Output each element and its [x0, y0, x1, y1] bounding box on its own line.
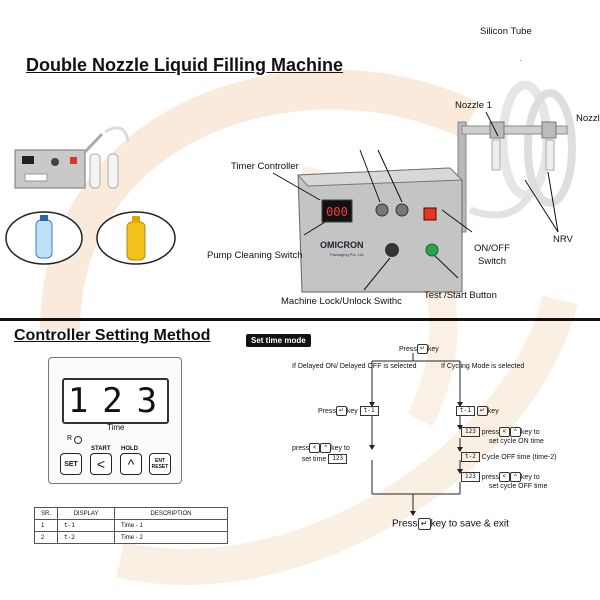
flow-text: key to — [520, 428, 540, 436]
flow-press-right: t-1 ↵key — [456, 406, 499, 416]
start-label: START — [91, 446, 111, 452]
table-header-row: SR. DISPLAY DESCRIPTION — [33, 507, 229, 520]
table-cell: 2 — [33, 531, 59, 544]
r-label: R — [67, 435, 73, 442]
flow-text: press — [481, 428, 499, 436]
flow-right-step-2: t-2 Cycle OFF time (time-2) — [461, 452, 556, 462]
enter-key-icon: ↵ — [476, 406, 488, 416]
label-nozzle-2: Nozzle — [576, 113, 600, 124]
table-cell: 1 — [33, 519, 59, 532]
flow-text: Cycle OFF time (time-2) — [481, 453, 557, 461]
label-machine-lock: Machine Lock/Unlock Swithc — [281, 296, 402, 307]
enter-key-icon: ↵ — [416, 344, 428, 354]
hold-up-button[interactable]: ^ — [120, 453, 142, 475]
table-header: DESCRIPTION — [114, 507, 229, 520]
set-button[interactable]: SET — [60, 453, 82, 475]
display-description-table: SR. DISPLAY DESCRIPTION 1 t-1 Time - 1 2… — [33, 507, 229, 544]
flow-text: press — [481, 473, 499, 481]
time-label: Time — [107, 423, 125, 432]
display-digit-1: 1 — [67, 381, 95, 421]
reset-label: RESET — [151, 464, 169, 470]
flow-right-step-3: 123 press<^key to set cycle OFF time — [461, 472, 547, 491]
table-row: 1 t-1 Time - 1 — [33, 519, 229, 532]
enter-key-icon: ↵ — [417, 518, 431, 530]
flow-text: key — [427, 345, 439, 353]
flow-right-step-1: 123 press<^key to set cycle ON time — [461, 427, 544, 446]
label-on-off-1: ON/OFF — [474, 243, 510, 254]
label-timer-controller: Timer Controller — [231, 161, 299, 172]
controller-title: Controller Setting Method — [14, 327, 211, 344]
table-header: DISPLAY — [57, 507, 116, 520]
water-bottle-image — [5, 211, 83, 265]
flow-left-branch: If Delayed ON/ Delayed OFF is selected — [292, 363, 417, 370]
flow-press-left: Press↵key t-1 — [318, 406, 379, 416]
flow-right-branch: If Cycling Mode is selected — [441, 363, 525, 370]
flow-text: key — [346, 407, 358, 415]
label-nrv: NRV — [553, 234, 573, 245]
flow-text: key — [487, 407, 499, 415]
small-machine-image — [14, 126, 130, 189]
machine-brand-sub: Packaging Pvt. Ltd. — [330, 252, 364, 257]
ent-reset-button[interactable]: ENT RESET — [149, 453, 171, 475]
flow-text: Press — [399, 345, 417, 353]
up-key-icon: ^ — [509, 472, 521, 482]
up-key-icon: ^ — [320, 443, 332, 453]
label-silicon-tube: Silicon Tube — [480, 26, 532, 37]
display-digit-2: 2 — [102, 381, 129, 421]
label-test-start: Test /Start Button — [424, 290, 497, 301]
table-row: 2 t-2 Time - 2 — [33, 531, 229, 544]
display-t1: t-1 — [359, 406, 379, 416]
table-cell: t-2 — [57, 531, 116, 544]
flow-text: set cycle OFF time — [489, 483, 548, 490]
flow-left-step: press<^key to set time 123 — [292, 443, 350, 465]
table-cell: Time - 1 — [114, 519, 229, 532]
table-cell: Time - 2 — [114, 531, 229, 544]
flow-text: set cycle ON time — [489, 438, 544, 445]
ent-label: ENT — [155, 458, 165, 464]
oil-bottle-image — [96, 211, 176, 265]
hold-label: HOLD — [121, 446, 138, 452]
label-nozzle-1: Nozzle 1 — [455, 100, 492, 111]
left-key-icon: < — [309, 443, 321, 453]
r-indicator-icon — [74, 436, 82, 444]
machine-diagram: 000 OMICRON Packaging Pvt. Ltd. — [272, 60, 576, 293]
display-123: 123 — [328, 453, 348, 464]
display-digit-3: 3 — [136, 381, 164, 421]
flow-press-top: Press↵key — [399, 344, 439, 354]
label-pump-cleaning-switch: Pump Cleaning Switch — [207, 250, 303, 261]
display-123: 123 — [461, 427, 480, 437]
display-t2: t-2 — [461, 452, 480, 462]
machine-brand: OMICRON — [320, 240, 364, 250]
set-time-mode-tag: Set time mode — [246, 334, 311, 347]
left-key-icon: < — [498, 472, 510, 482]
enter-key-icon: ↵ — [335, 406, 347, 416]
up-key-icon: ^ — [509, 427, 521, 437]
table-header: SR. — [33, 507, 59, 520]
flow-text: set time — [301, 455, 327, 463]
machine-display-readout: 000 — [326, 205, 348, 219]
flow-save-exit: Press↵key to save & exit — [392, 518, 509, 530]
flow-text: key to — [331, 444, 350, 452]
left-key-icon: < — [498, 427, 510, 437]
flow-text: key to — [520, 473, 540, 481]
start-left-button[interactable]: < — [90, 453, 112, 475]
display-t1-right: t-1 — [456, 406, 475, 416]
section-divider — [0, 318, 600, 321]
display-123: 123 — [461, 472, 480, 482]
flow-text: key to save & exit — [430, 518, 509, 530]
label-on-off-2: Switch — [478, 256, 506, 267]
page-title: Double Nozzle Liquid Filling Machine — [26, 55, 343, 75]
flow-text: Press — [392, 518, 418, 530]
flow-text: Press — [318, 407, 336, 415]
flow-text: press — [292, 444, 310, 452]
controller-display: 1 2 3 — [62, 378, 169, 424]
table-cell: t-1 — [57, 519, 116, 532]
